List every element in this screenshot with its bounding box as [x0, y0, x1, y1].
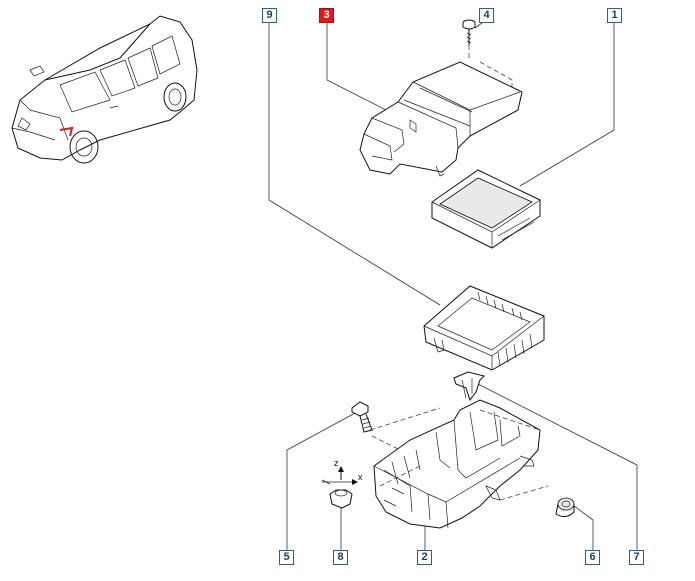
- callout-8[interactable]: 8: [333, 550, 348, 565]
- callout-2[interactable]: 2: [417, 550, 432, 565]
- frame-part-9: [423, 285, 545, 371]
- callout-4[interactable]: 4: [479, 8, 494, 23]
- bolt-part-5: [351, 401, 373, 433]
- callout-3[interactable]: 3: [319, 8, 334, 23]
- clip-part-8: [321, 466, 358, 509]
- housing-base-part-2: [373, 399, 541, 529]
- callout-7[interactable]: 7: [629, 550, 644, 565]
- bracket-part-7: [453, 371, 485, 402]
- callout-6[interactable]: 6: [585, 550, 600, 565]
- grommet-part-6: [555, 497, 575, 518]
- axis-mark-x: x: [358, 472, 363, 482]
- callout-5[interactable]: 5: [279, 550, 294, 565]
- callout-1[interactable]: 1: [607, 8, 622, 23]
- screw-part-4: [462, 19, 476, 45]
- cover-part-3: [359, 61, 523, 177]
- leader-lines: [268, 19, 638, 550]
- callout-9[interactable]: 9: [262, 8, 277, 23]
- vehicle-thumbnail: [11, 15, 198, 164]
- module-part-1: [431, 169, 541, 249]
- axis-mark-z: z: [334, 458, 339, 468]
